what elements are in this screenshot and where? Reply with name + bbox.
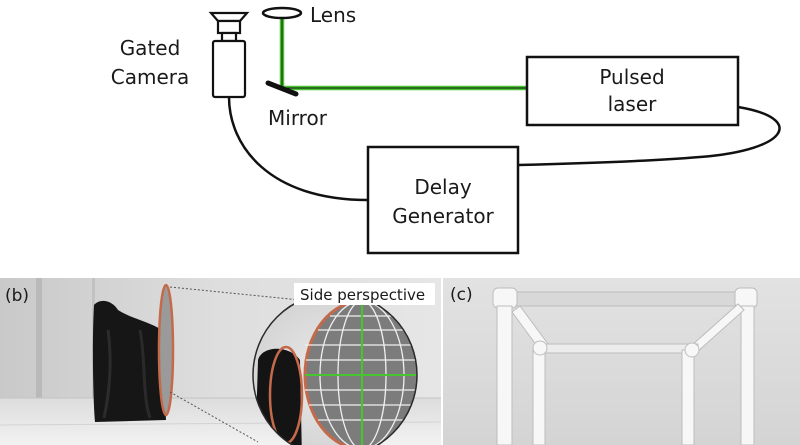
delay-generator-box [366,145,520,255]
gated-camera-icon [208,11,250,99]
mirror-label: Mirror [268,106,328,130]
delay-generator-label-line1: Delay [414,175,472,199]
lens-label: Lens [310,3,356,27]
pulsed-laser-label-line1: Pulsed [599,65,664,89]
target-sphere [157,283,175,417]
camera-to-delay-cable [227,96,369,202]
pvc-frame [492,287,758,445]
laser-to-delay-cable [517,105,781,167]
gated-camera-label-line2: Camera [111,65,190,89]
delay-generator-label-line2: Generator [392,204,494,228]
panel-b-label: (b) [5,286,29,306]
gated-camera-label-line1: Gated [120,36,181,60]
pulsed-laser-label-line2: laser [608,92,658,116]
pulsed-laser-box [525,55,740,127]
panel-c-label: (c) [450,285,473,305]
laser-beam [279,16,527,91]
lens-icon [261,6,303,20]
mirror-icon [265,80,299,97]
side-perspective-label: Side perspective [300,286,425,304]
schematic: Lens Mirror Gated Camera Pulsed laser De… [111,3,781,255]
photo-panel-b: Side perspective (b) [0,278,441,445]
photo-panel-c: (c) [443,278,800,445]
draped-object [92,300,166,422]
